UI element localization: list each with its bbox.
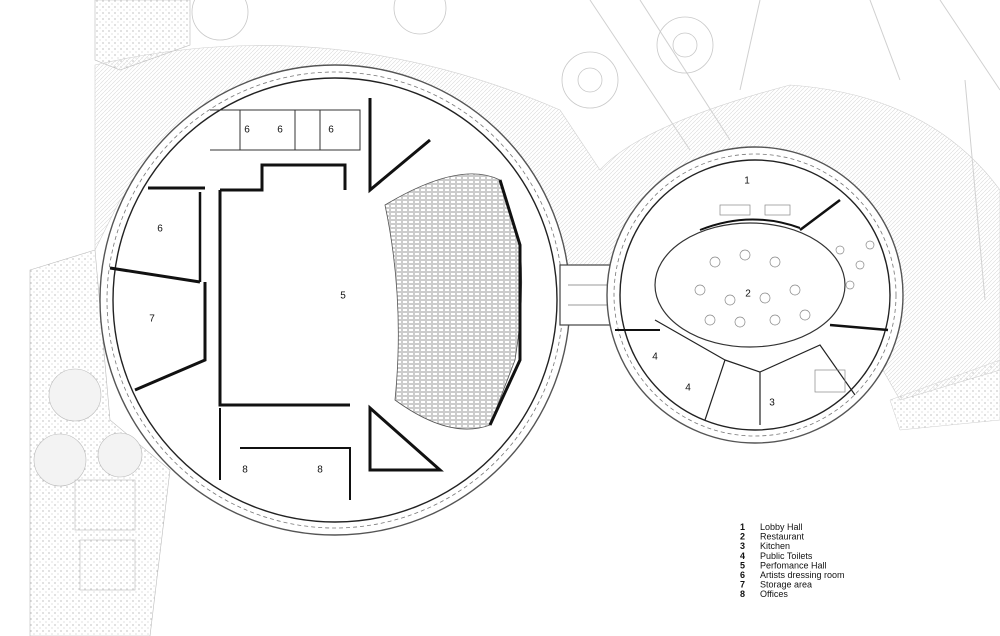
lobby-building [606, 146, 904, 444]
room-labels: 1 2 3 4 4 5 6 6 6 6 7 8 8 [149, 125, 775, 476]
room-number-r6a: 6 [244, 125, 250, 136]
room-number-r6c: 6 [328, 125, 334, 136]
legend-number: 3 [740, 541, 745, 551]
room-number-r3: 3 [769, 398, 775, 409]
legend-label: Perfomance Hall [760, 560, 827, 570]
room-number-r1: 1 [744, 176, 750, 187]
legend-label: Restaurant [760, 532, 805, 542]
legend-number: 4 [740, 551, 745, 561]
room-number-r4b: 4 [685, 383, 691, 394]
room-number-r8a: 8 [242, 465, 248, 476]
legend-number: 1 [740, 522, 745, 532]
legend-number: 7 [740, 580, 745, 590]
legend-label: Artists dressing room [760, 570, 845, 580]
room-number-r2: 2 [745, 289, 751, 300]
legend-label: Lobby Hall [760, 522, 803, 532]
performance-building [99, 64, 571, 536]
legend-number: 2 [740, 532, 745, 542]
legend-label: Public Toilets [760, 551, 813, 561]
connector-passage [559, 264, 616, 326]
legend-label: Kitchen [760, 541, 790, 551]
room-number-r5: 5 [340, 291, 346, 302]
legend-number: 6 [740, 570, 745, 580]
legend: 1 Lobby Hall 2 Restaurant 3 Kitchen 4 Public To… [740, 522, 845, 599]
legend-number: 8 [740, 589, 745, 599]
room-number-r4a: 4 [652, 352, 658, 363]
legend-number: 5 [740, 560, 745, 570]
room-number-r7: 7 [149, 314, 155, 325]
room-number-r6b: 6 [277, 125, 283, 136]
legend-label: Offices [760, 589, 788, 599]
room-number-r8b: 8 [317, 465, 323, 476]
legend-label: Storage area [760, 580, 812, 590]
landscape [29, 0, 1000, 636]
room-number-r6d: 6 [157, 224, 163, 235]
